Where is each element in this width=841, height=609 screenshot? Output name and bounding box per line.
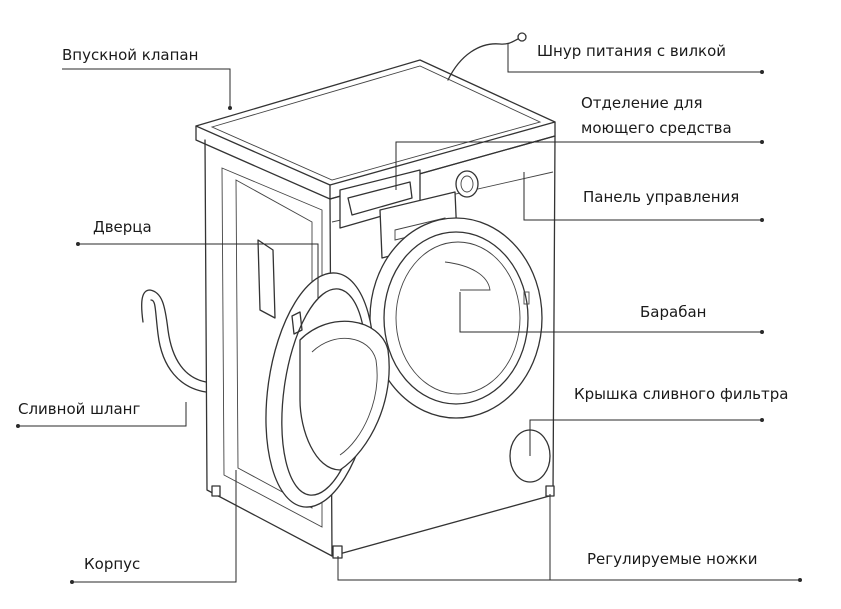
power-cord-shape — [447, 37, 521, 81]
label-power-cord: Шнур питания с вилкой — [537, 42, 727, 60]
label-drum: Барабан — [640, 303, 707, 321]
washing-machine-illustration — [141, 32, 556, 559]
power-plug — [517, 32, 527, 42]
foot-left — [211, 485, 221, 497]
label-door: Дверца — [93, 218, 152, 236]
door-glass — [299, 320, 390, 471]
leader-dots — [16, 70, 802, 584]
label-body: Корпус — [84, 555, 141, 573]
drain-hose-shape — [141, 289, 207, 383]
label-drain-hose: Сливной шланг — [18, 400, 141, 418]
label-detergent-line1: Отделение для — [581, 94, 703, 112]
label-drain-filter-cover: Крышка сливного фильтра — [574, 385, 789, 403]
label-detergent-line2: моющего средства — [581, 119, 732, 137]
control-knob — [455, 170, 479, 198]
label-adjustable-feet: Регулируемые ножки — [587, 550, 758, 568]
label-inlet-valve: Впускной клапан — [62, 46, 199, 64]
label-control-panel: Панель управления — [583, 188, 740, 206]
machine-front-panel — [329, 135, 556, 557]
leader-lines — [18, 44, 800, 583]
side-handle — [257, 239, 276, 319]
